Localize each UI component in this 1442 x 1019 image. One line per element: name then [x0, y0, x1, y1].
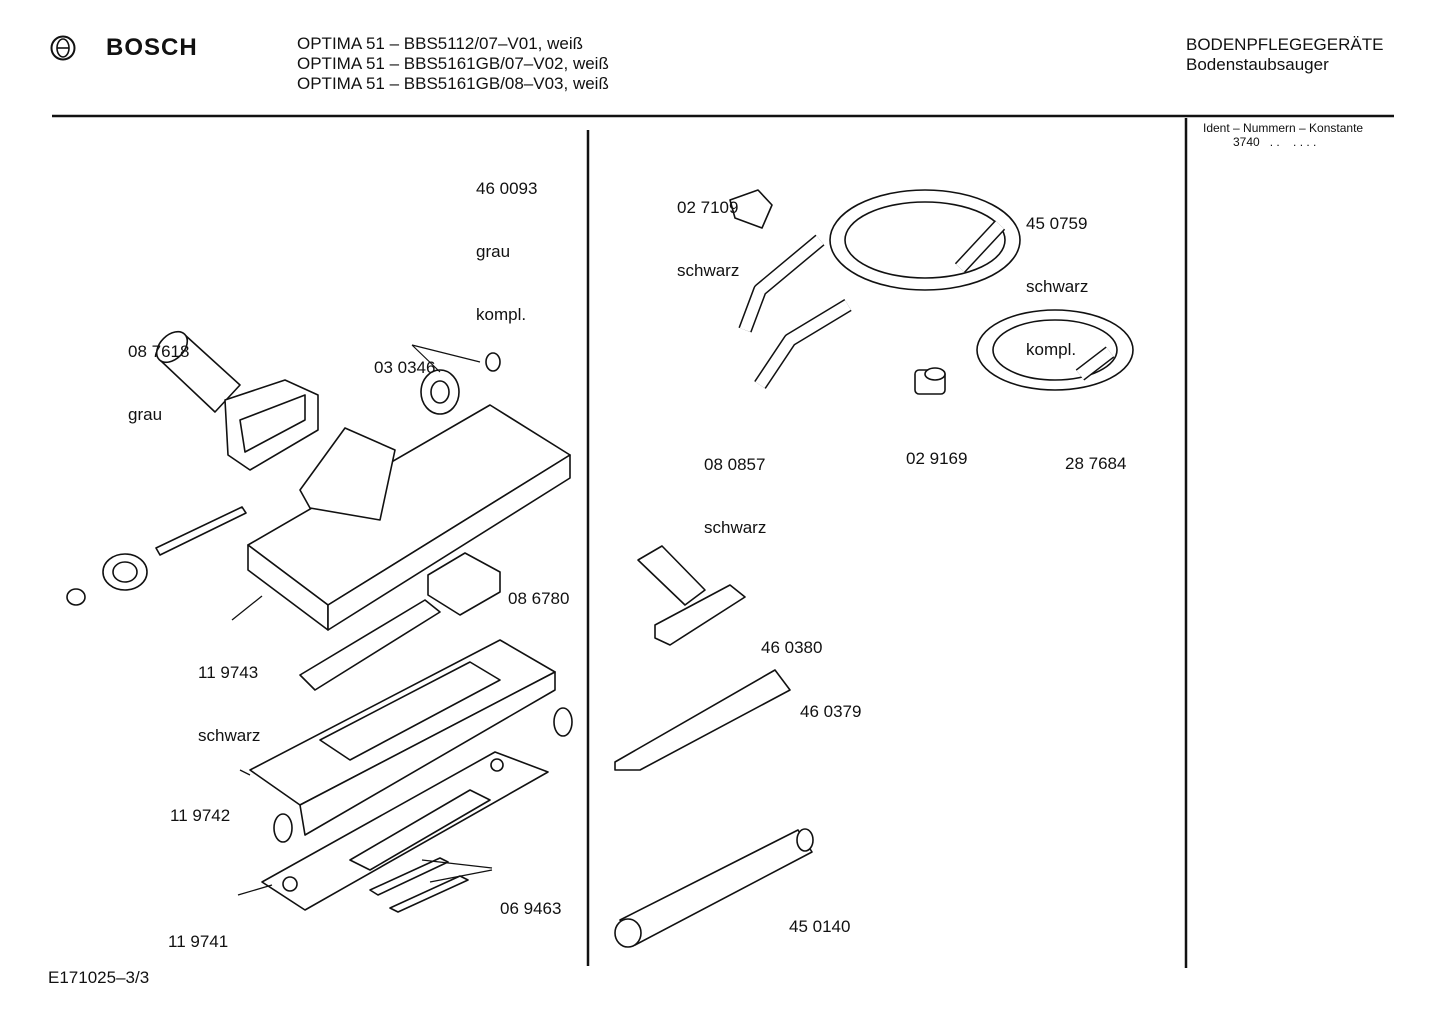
- sole-plate-shape: [249, 639, 573, 843]
- footer-doc-id: E171025–3/3: [48, 968, 150, 987]
- small-hose-shape: [976, 309, 1134, 391]
- model-line: OPTIMA 51 – BBS5161GB/07–V02, weiß: [297, 54, 609, 73]
- leader-lines: [231, 595, 493, 896]
- part-label-460093: 46 0093 grau kompl.: [476, 136, 537, 346]
- part-number: 28 7684: [1065, 454, 1127, 473]
- ident-title: Ident – Nummern – Konstante: [1203, 121, 1364, 135]
- model-list: OPTIMA 51 – BBS5112/07–V01, weiß OPTIMA …: [297, 34, 609, 94]
- part-label-450140: 45 0140: [789, 874, 850, 958]
- model-line: OPTIMA 51 – BBS5112/07–V01, weiß: [297, 34, 584, 53]
- category-subtitle: Bodenstaubsauger: [1186, 55, 1329, 74]
- part-note: grau: [476, 242, 511, 261]
- clip-shape: [729, 189, 773, 229]
- pedal-lever-shape: [299, 552, 501, 691]
- part-number: 02 7109: [677, 198, 739, 217]
- part-label-119742: 11 9742: [170, 763, 230, 847]
- part-note: kompl.: [476, 305, 527, 324]
- part-note: kompl.: [1026, 340, 1077, 359]
- part-note: schwarz: [704, 518, 767, 537]
- axle-shape: [66, 506, 247, 606]
- adapter-shape: [914, 367, 946, 395]
- part-number: 08 7618: [128, 342, 190, 361]
- part-label-080857: 08 0857 schwarz: [704, 412, 766, 559]
- part-note: grau: [128, 405, 163, 424]
- part-label-069463: 06 9463: [500, 856, 561, 940]
- category-block: BODENPFLEGEGERÄTE Bodenstaubsauger: [1186, 35, 1383, 75]
- crevice-tool-shape: [614, 669, 791, 771]
- part-label-287684: 28 7684: [1065, 411, 1126, 495]
- bosch-armature-icon: [50, 35, 76, 61]
- part-label-086780: 08 6780: [508, 546, 569, 630]
- part-number: 02 9169: [906, 449, 968, 468]
- part-note: schwarz: [1026, 277, 1089, 296]
- part-note: schwarz: [677, 261, 740, 280]
- part-number: 11 9741: [168, 932, 229, 951]
- part-number: 11 9743: [198, 663, 259, 682]
- frame-lines: [52, 114, 1394, 968]
- category-title: BODENPFLEGEGERÄTE: [1186, 35, 1384, 54]
- part-label-450759: 45 0759 schwarz kompl.: [1026, 171, 1088, 381]
- sidebar-ident: Ident – Nummern – Konstante 3740 . . . .…: [1203, 121, 1363, 149]
- hose-shape: [738, 189, 1021, 333]
- part-label-119741: 11 9741: [168, 889, 228, 973]
- part-label-087618: 08 7618 grau: [128, 299, 189, 446]
- part-number: 46 0093: [476, 179, 538, 198]
- part-label-030346: 03 0346: [374, 315, 435, 399]
- extension-tube-shape: [614, 828, 814, 948]
- part-label-027109: 02 7109 schwarz: [677, 155, 739, 302]
- part-number: 08 6780: [508, 589, 570, 608]
- part-number: 06 9463: [500, 899, 562, 918]
- connector-nozzle-shape: [155, 330, 319, 471]
- part-number: 08 0857: [704, 455, 766, 474]
- floor-nozzle-body-shape: [247, 404, 571, 631]
- part-label-119743: 11 9743 schwarz: [198, 620, 260, 767]
- part-number: 45 0140: [789, 917, 851, 936]
- ident-value: 3740 . . . . . .: [1233, 135, 1317, 149]
- brand-name: BOSCH: [106, 34, 198, 61]
- part-note: schwarz: [198, 726, 261, 745]
- part-number: 46 0380: [761, 638, 823, 657]
- part-number: 45 0759: [1026, 214, 1088, 233]
- part-number: 46 0379: [800, 702, 862, 721]
- model-line: OPTIMA 51 – BBS5161GB/08–V03, weiß: [297, 74, 609, 93]
- bent-tube-shape: [754, 299, 852, 389]
- upholstery-nozzle-shape: [637, 545, 746, 646]
- bottom-plate-shape: [261, 751, 549, 913]
- part-label-460380: 46 0380: [761, 595, 822, 679]
- part-number: 03 0346: [374, 358, 436, 377]
- part-label-460379: 46 0379: [800, 659, 861, 743]
- wheel-shape: [411, 344, 501, 415]
- part-label-029169: 02 9169: [906, 406, 967, 490]
- part-number: 11 9742: [170, 806, 231, 825]
- bosch-logo: BOSCH: [50, 34, 210, 64]
